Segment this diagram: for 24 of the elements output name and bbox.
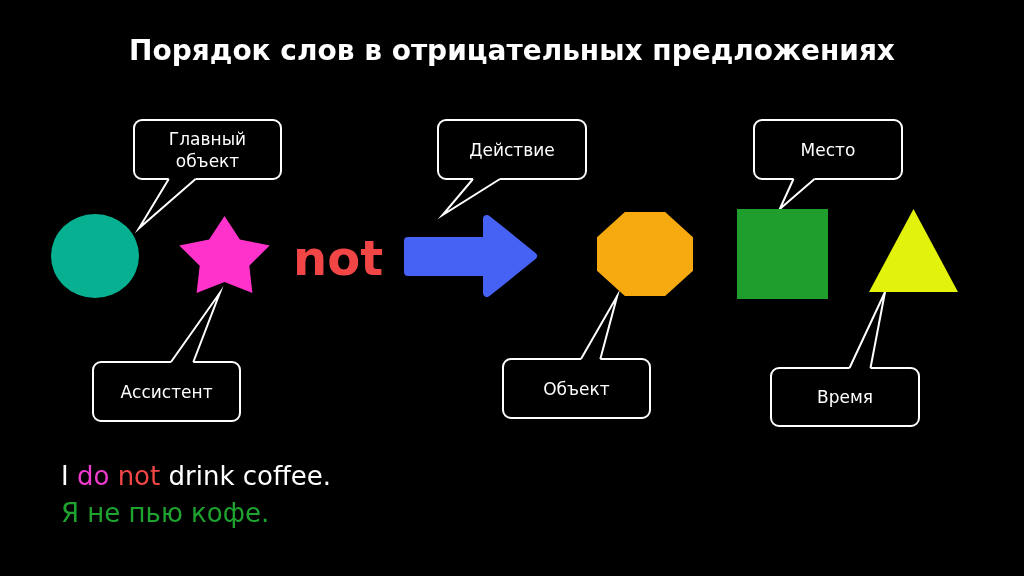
translation-sentence: Я не пью кофе. (61, 500, 270, 526)
circle-shape (51, 214, 139, 298)
speech-bubble (753, 119, 903, 180)
callout-tail (169, 285, 224, 363)
speech-bubble (770, 367, 920, 427)
bubble-text: Главный объект (167, 127, 248, 172)
speech-bubble (437, 119, 587, 180)
bubble-text: Место (800, 138, 856, 161)
square-shape (737, 209, 828, 299)
triangle-shape (869, 209, 958, 292)
bubble-text: Действие (469, 138, 555, 161)
star-shape (177, 216, 272, 293)
bubble-text: Объект (543, 377, 610, 400)
negation-word: not (293, 234, 384, 282)
bubble-text: Ассистент (120, 380, 213, 403)
example-sentence: I do not drink coffee. (61, 463, 332, 489)
octagon-shape (597, 212, 693, 296)
speech-bubble (92, 361, 241, 422)
callout-tail (134, 178, 197, 234)
title: Порядок слов в отрицательных предложениях (129, 37, 895, 65)
speech-bubble (133, 119, 282, 180)
block-arrow-shape (404, 215, 537, 297)
speech-bubble (502, 358, 651, 419)
bubble-text: Время (817, 386, 873, 408)
